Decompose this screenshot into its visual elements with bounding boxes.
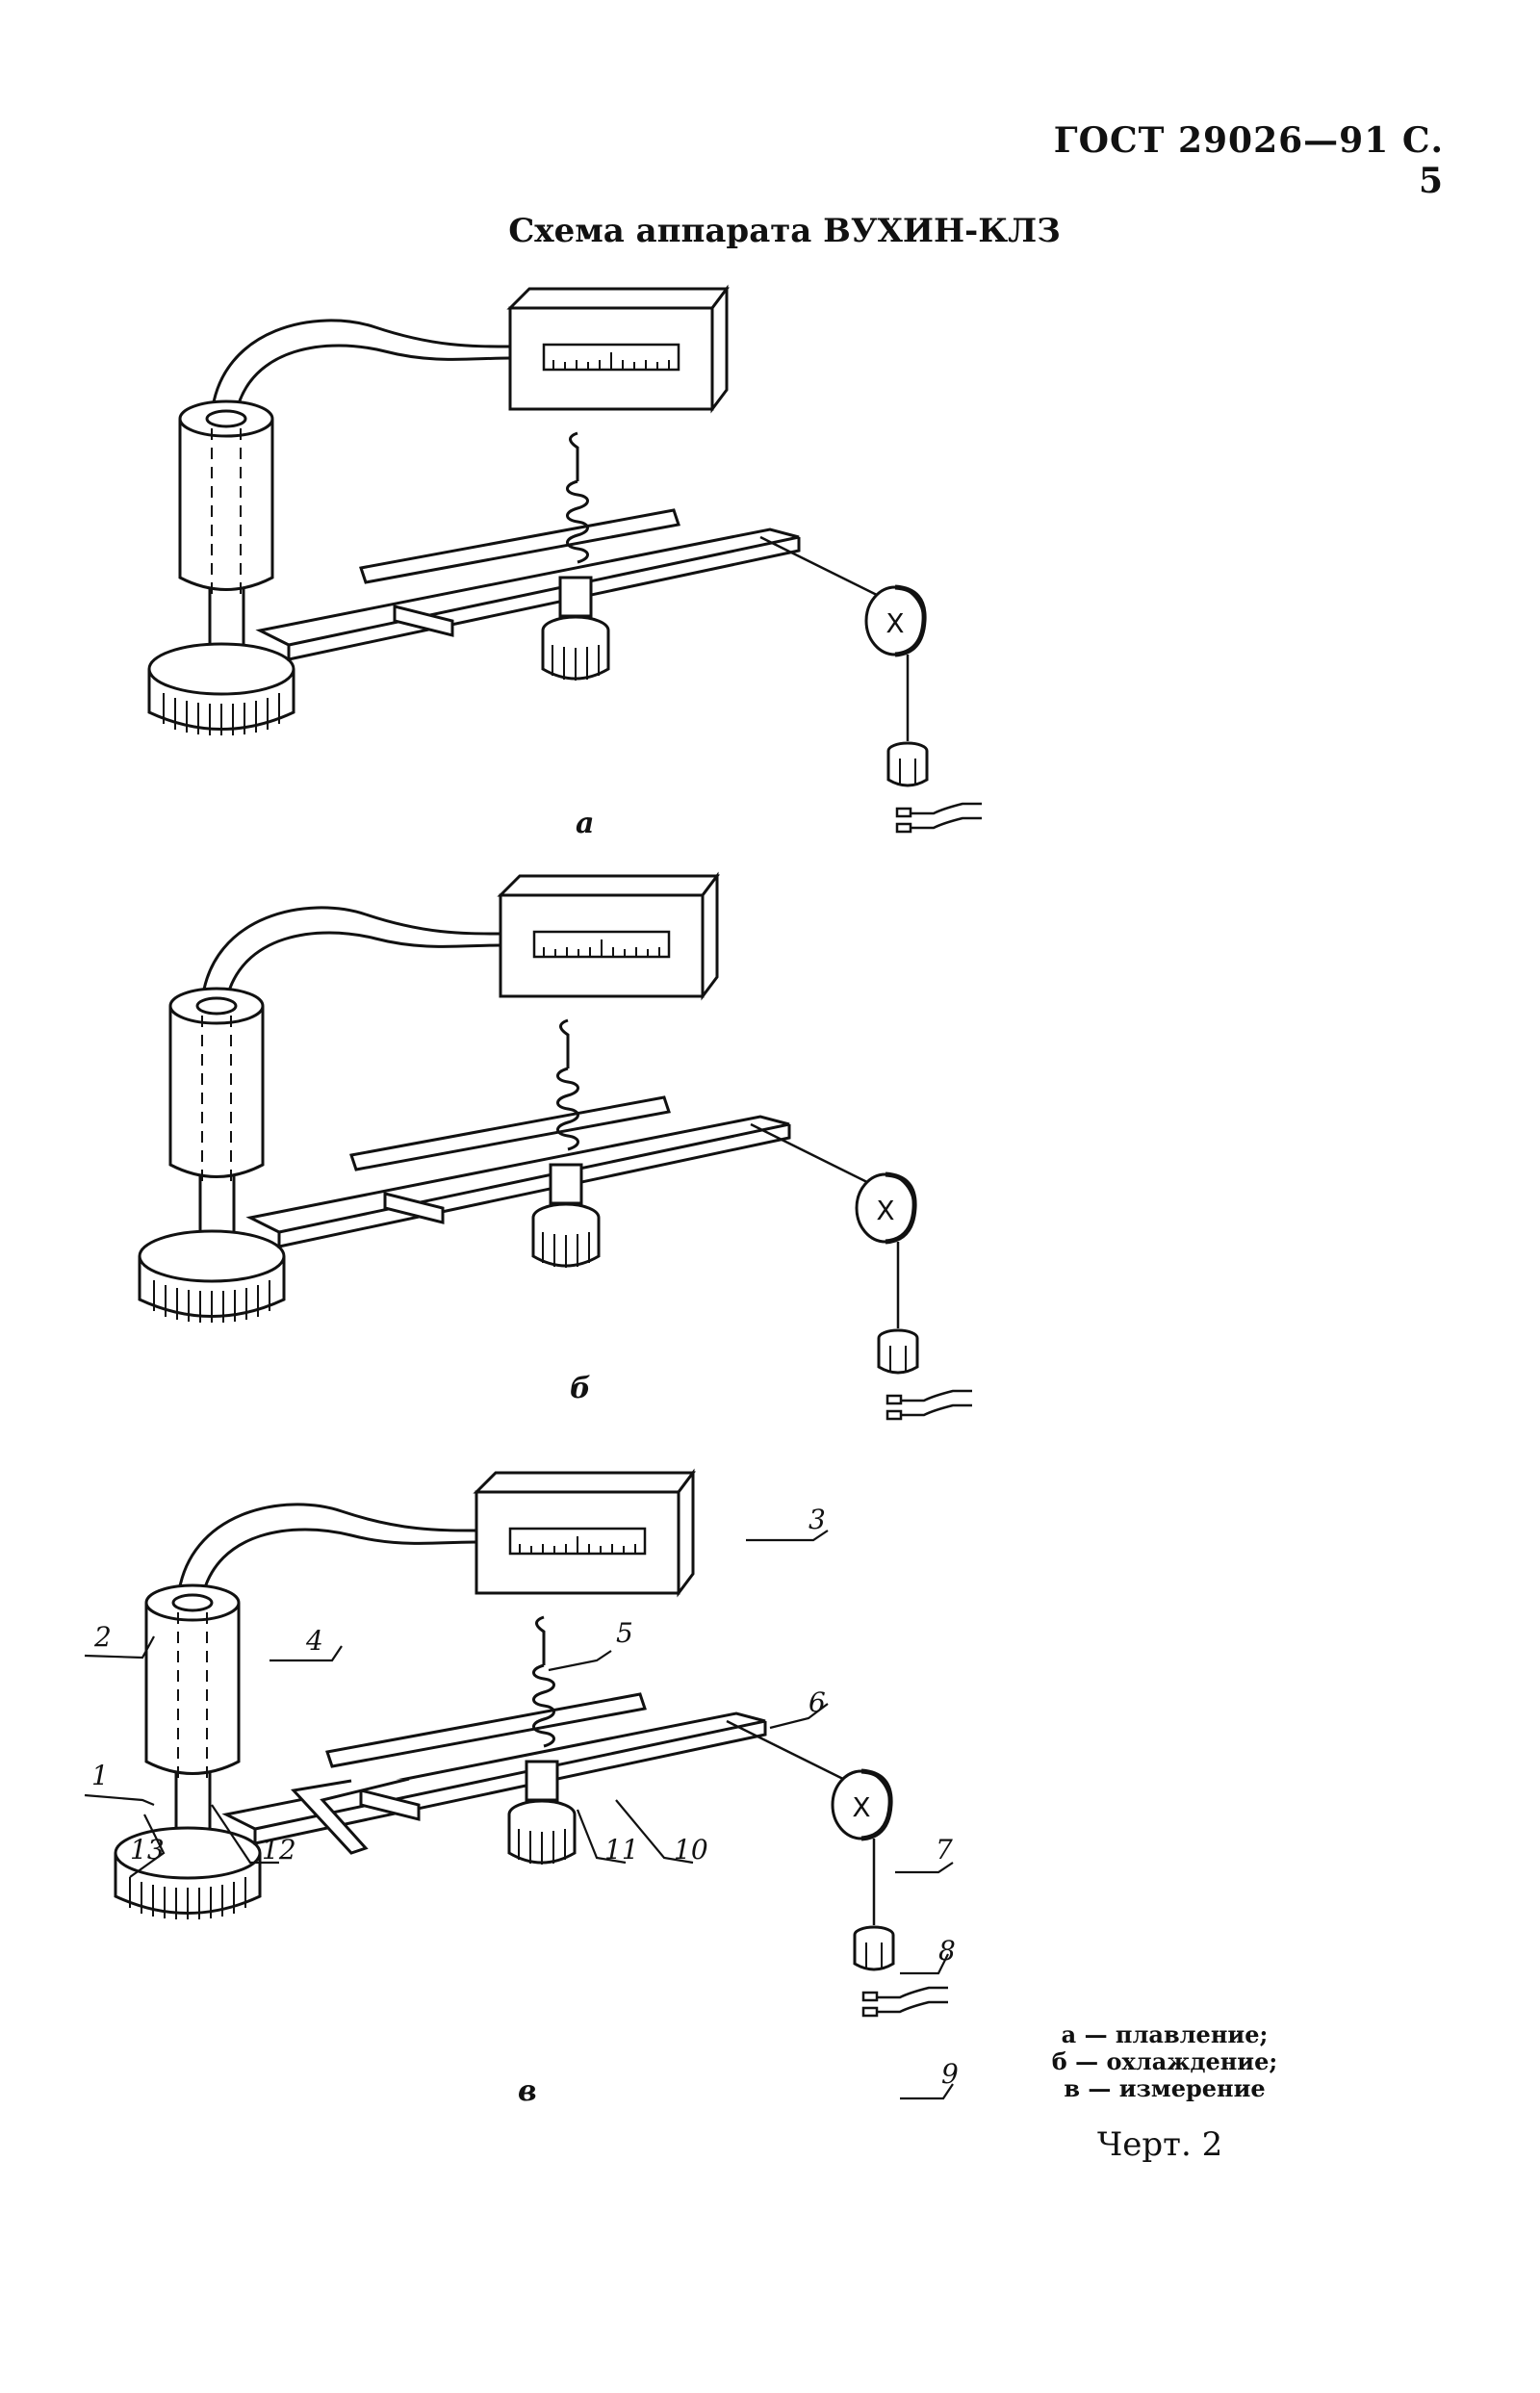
callout-4: 4 [306, 1625, 323, 1657]
subfigure-label-b: б [570, 1372, 591, 1405]
page-header: ГОСТ 29026—91 С. 5 [1053, 120, 1444, 201]
callout-11: 11 [604, 1834, 639, 1866]
callout-10: 10 [674, 1834, 708, 1866]
legend-item-a: а — плавление; [1061, 2020, 1269, 2048]
subfigure-label-c: в [518, 2074, 537, 2108]
figure-title: Схема аппарата ВУХИН-КЛЗ [508, 212, 1061, 250]
figure-c [116, 1473, 948, 2016]
figure-b [140, 876, 972, 1419]
figure-caption: Черт. 2 [1097, 2125, 1223, 2164]
callout-3: 3 [808, 1504, 826, 1535]
callout-12: 12 [262, 1834, 296, 1866]
callout-2: 2 [94, 1621, 112, 1653]
callout-1: 1 [91, 1760, 109, 1791]
callout-6: 6 [808, 1686, 826, 1718]
callout-9: 9 [941, 2058, 959, 2090]
subfigure-label-a: а [576, 807, 595, 840]
callout-5: 5 [616, 1617, 633, 1649]
callout-lines [84, 1530, 954, 2100]
callout-13: 13 [130, 1834, 165, 1866]
legend-item-b: б — охлаждение; [1051, 2047, 1278, 2075]
figure-a [149, 289, 982, 832]
legend: а — плавление; б — охлаждение; в — измер… [1020, 2021, 1309, 2102]
legend-item-c: в — измерение [1064, 2074, 1266, 2102]
callout-7: 7 [936, 1834, 953, 1866]
callout-8: 8 [938, 1935, 956, 1967]
